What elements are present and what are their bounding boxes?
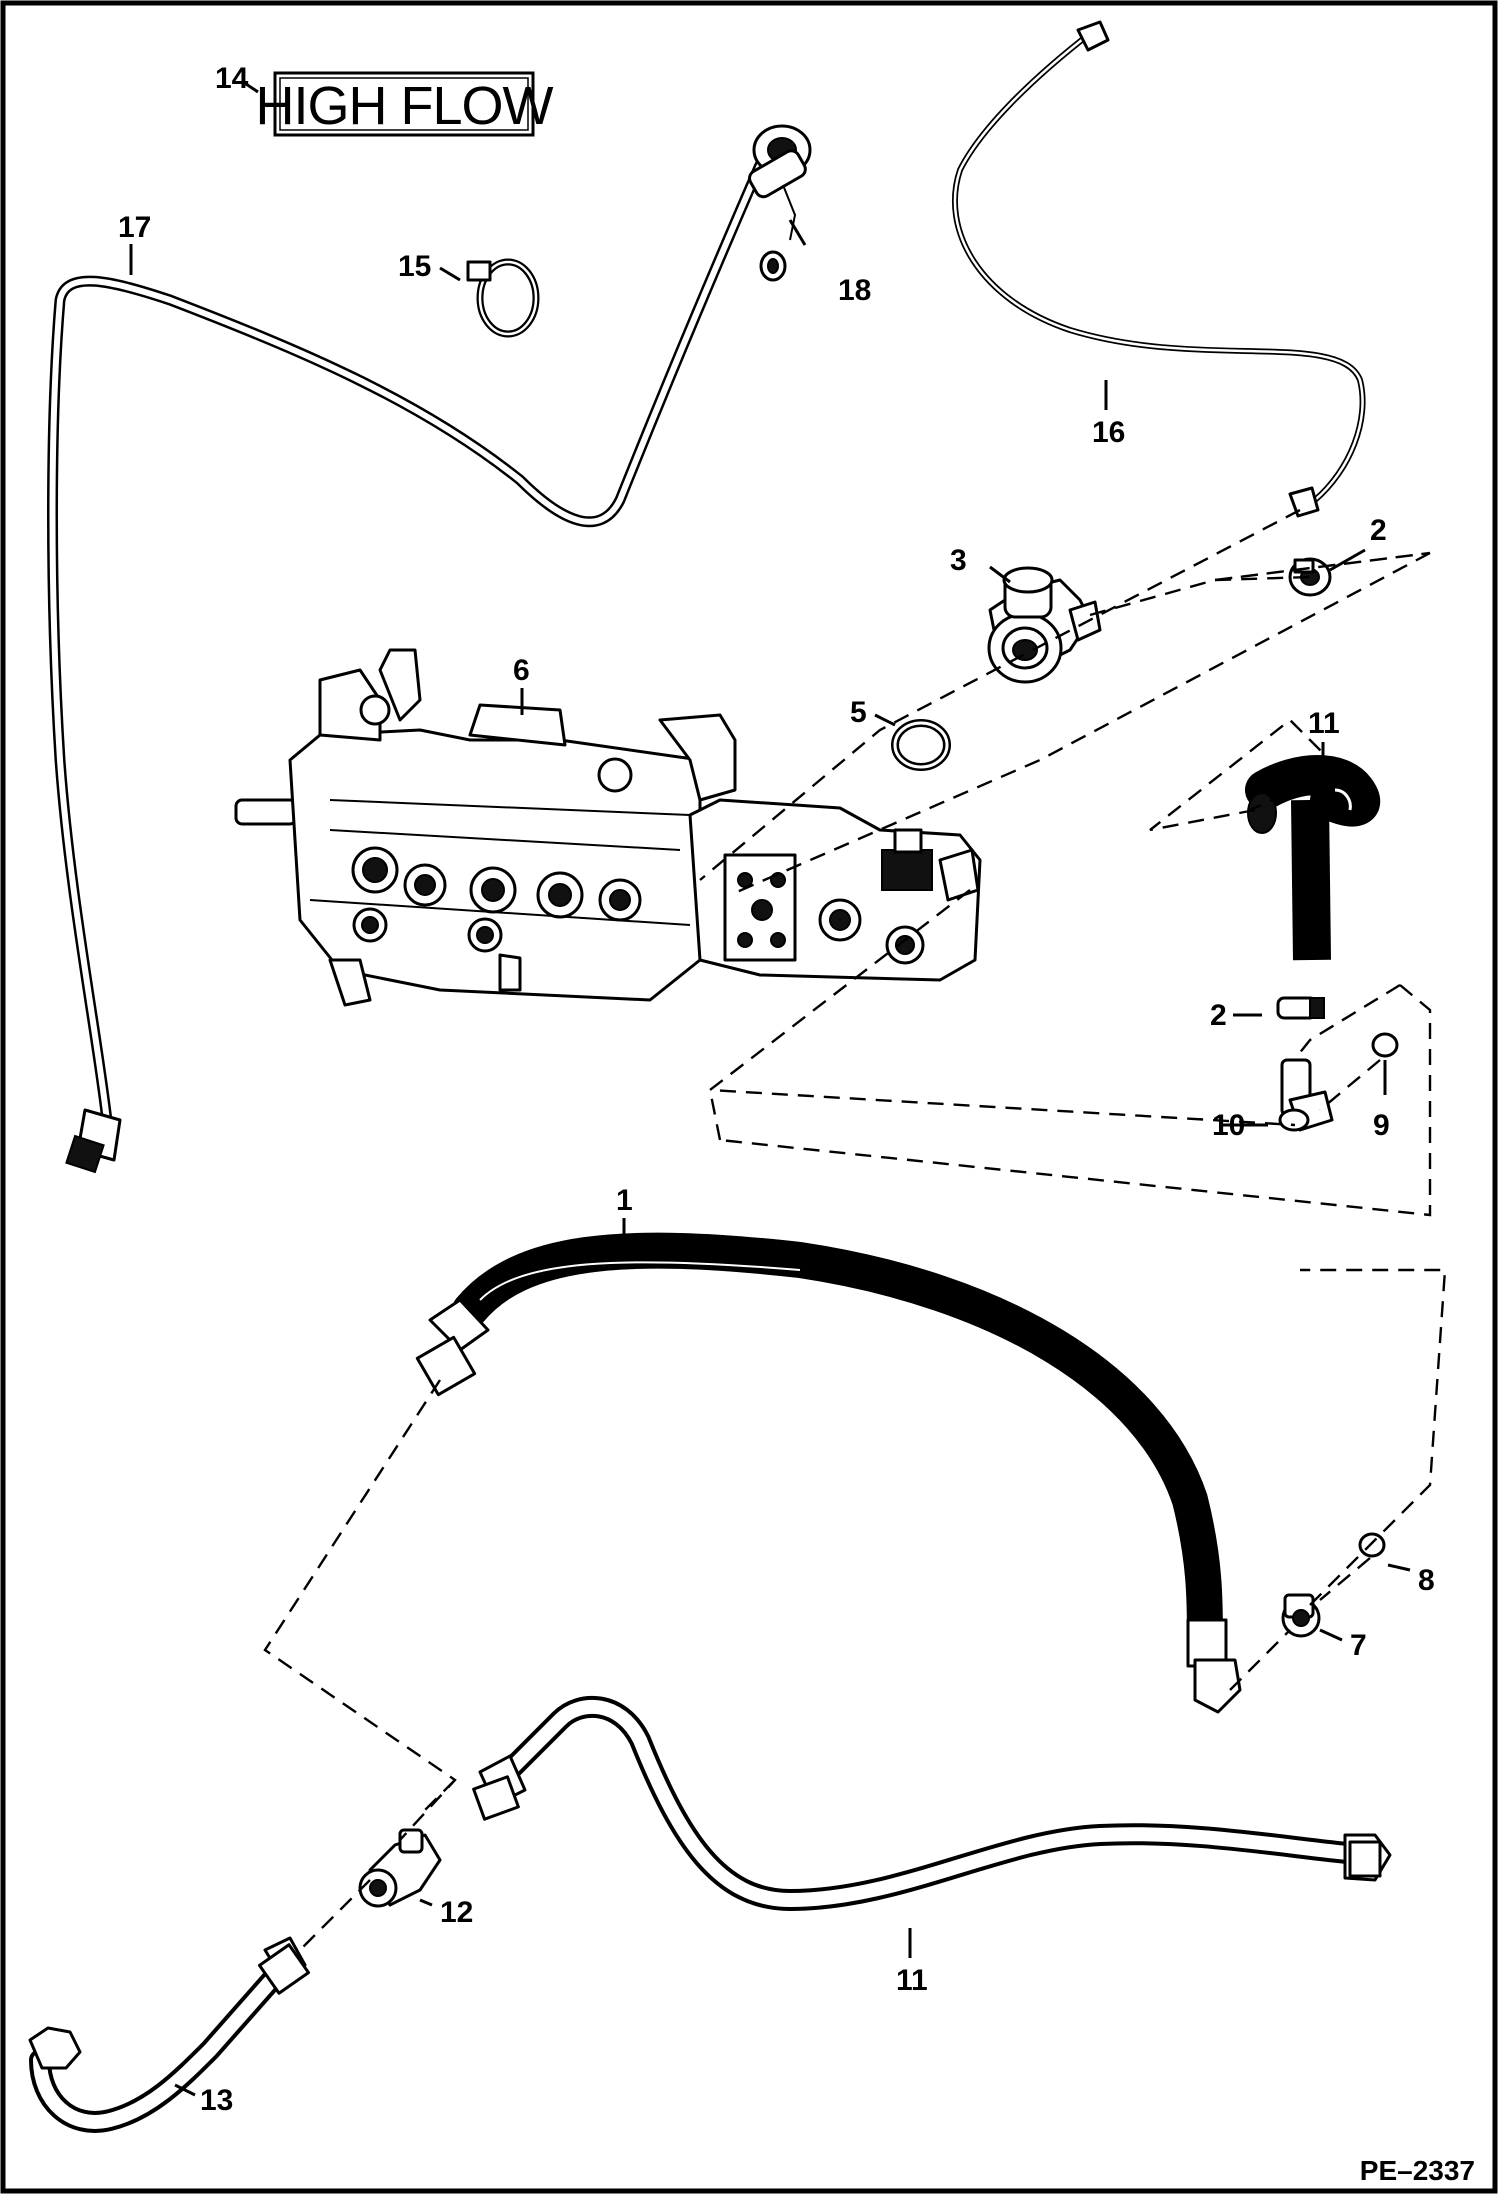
callout-7: 8	[1418, 1564, 1435, 1597]
part-18-clip	[759, 184, 797, 282]
part-2-hose-clamp-upper	[1288, 557, 1332, 597]
callout-14: 14	[215, 62, 249, 95]
callout-9: 10	[1212, 1109, 1245, 1142]
callout-18: 18	[838, 274, 871, 307]
drawing-number: PE–2337	[1360, 2155, 1475, 2186]
part-1-hose-assembly	[415, 1232, 1242, 1714]
callout-10: 11	[1308, 707, 1340, 740]
callout-6: 7	[1350, 1629, 1367, 1662]
callout-16: 16	[1092, 416, 1125, 449]
callout-12: 12	[440, 1896, 473, 1929]
callout-1: 1	[616, 1184, 633, 1217]
callout-5: 6	[513, 654, 530, 687]
part-8-o-ring	[1371, 1032, 1399, 1058]
callout-8: 9	[1373, 1109, 1390, 1142]
high-flow-title: HIGH FLOW	[256, 71, 555, 137]
callout-4: 5	[850, 696, 867, 729]
part-16-ground-wire	[952, 20, 1366, 518]
part-12-union-fitting	[358, 1828, 442, 1908]
part-11-tube	[472, 1696, 1392, 1911]
part-17-wire-harness	[47, 124, 812, 1174]
title-text: HIGH FLOW	[256, 76, 554, 136]
part-10-hose	[1245, 755, 1380, 961]
callout-leaders	[129, 80, 1411, 2097]
part-13-tube	[28, 1936, 310, 2133]
part-6-adapter-fitting	[1281, 1593, 1321, 1638]
callout-3: 3	[950, 544, 967, 577]
part-7-o-ring	[1358, 1532, 1386, 1558]
part-2-hose-clamp-lower	[1276, 996, 1325, 1020]
part-9-elbow-fitting	[1278, 1058, 1334, 1132]
assembly-dash-lines	[263, 508, 1447, 1951]
callout-15: 15	[398, 250, 431, 283]
callout-11: 11	[896, 1964, 928, 1997]
callout-numbers: 14 17 15 18 16 2 3 5 6 11 2 10 9 1 8 7 1…	[118, 62, 1435, 2117]
callout-2-upper: 2	[1370, 514, 1387, 547]
part-15-cable-tie	[466, 258, 540, 338]
callout-17: 17	[118, 211, 151, 244]
part-5-pump-assembly	[234, 648, 982, 1007]
part-3-tee-fitting	[987, 566, 1102, 684]
callout-2-lower: 2	[1210, 999, 1227, 1032]
callout-13: 13	[200, 2084, 233, 2117]
